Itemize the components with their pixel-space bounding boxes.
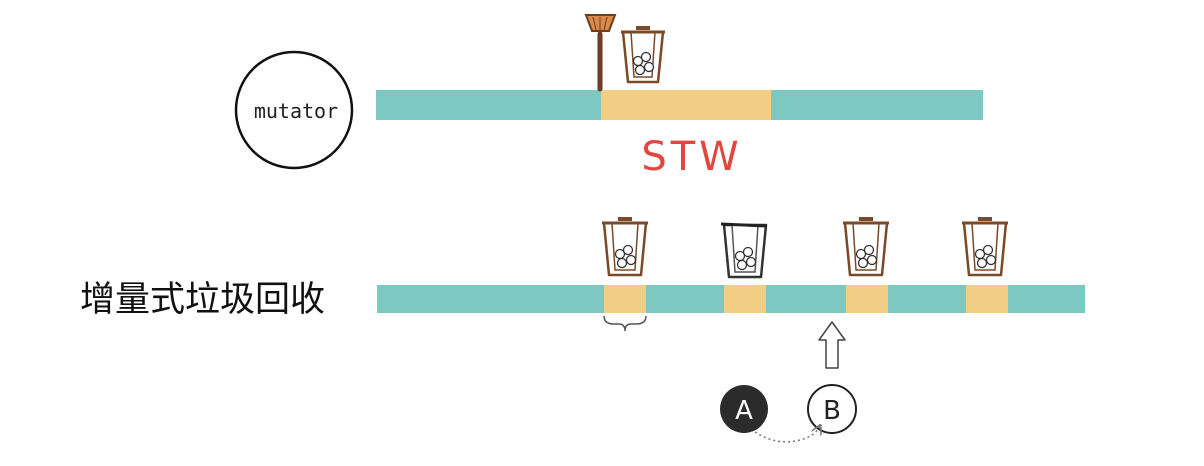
incremental-timeline: [377, 285, 1085, 313]
trash-bin-icon: [962, 217, 1008, 277]
gc-segment: [846, 285, 888, 313]
mutator-circle: mutator: [234, 50, 354, 170]
trash-bin-icon: [843, 217, 889, 277]
gc-segment: [966, 285, 1008, 313]
node-a: A: [720, 385, 768, 433]
mutator-segment: [376, 90, 601, 120]
mutator-segment: [766, 285, 846, 313]
node-b-label: B: [823, 396, 841, 426]
trash-bin-icon: [602, 217, 648, 277]
mutator-segment: [646, 285, 724, 313]
mutator-segment: [377, 285, 604, 313]
stw-label: STW: [641, 134, 742, 180]
mutator-segment: [1008, 285, 1085, 313]
gc-segment: [724, 285, 766, 313]
stw-gc-segment: [601, 90, 771, 120]
incremental-gc-label: 增量式垃圾回收: [80, 280, 325, 320]
reference-arrow: [754, 426, 820, 443]
brace: [603, 315, 647, 332]
node-b: B: [807, 384, 857, 434]
mutator-label: mutator: [254, 99, 338, 123]
node-a-label: A: [735, 396, 753, 426]
up-arrow-icon: [818, 321, 846, 369]
gc-segment: [604, 285, 646, 313]
mutator-segment: [888, 285, 966, 313]
trash-bin-icon: [621, 26, 665, 84]
broom-icon: [584, 14, 617, 92]
trash-bin-icon: [720, 222, 768, 279]
stw-timeline: [376, 90, 983, 120]
mutator-segment: [771, 90, 983, 120]
